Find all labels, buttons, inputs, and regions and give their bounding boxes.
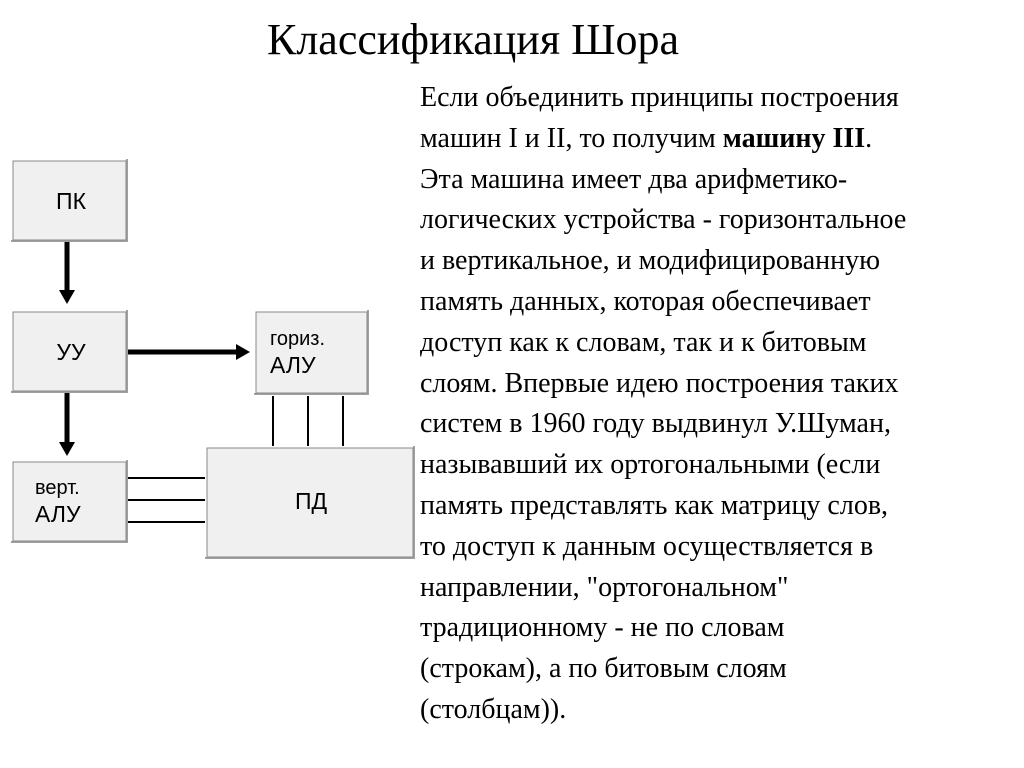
box-vert-alu: верт. АЛУ (11, 460, 128, 543)
text-line: (строкам), а по битовым слоям (420, 653, 787, 685)
text-line: доступ как к словам, так и к битовым (420, 326, 867, 358)
box-uu: УУ (11, 310, 128, 393)
text-segment: . (865, 122, 873, 154)
box-pd: ПД (205, 446, 415, 559)
arrow-pk-to-uu (59, 242, 75, 304)
connectors-horiz-alu-to-pd (272, 396, 344, 446)
box-vert-alu-label-2: АЛУ (35, 501, 81, 527)
text-line: память представлять как матрицу слов, (420, 489, 889, 521)
text-line: Если объединить принципы построения (420, 82, 899, 113)
description-text: Если объединить принципы построения маши… (420, 78, 1020, 731)
text-line: слоям. Впервые идею построения таких (420, 367, 899, 399)
machine-iii-emphasis: машину III (722, 122, 866, 154)
box-uu-label: УУ (56, 339, 86, 365)
text-line: Эта машина имеет два арифметико- (420, 163, 848, 195)
box-pk-label: ПК (56, 188, 87, 214)
text-line: машин I и II, то получим машину III. (420, 119, 1020, 160)
connectors-vert-alu-to-pd (128, 477, 207, 523)
arrow-uu-to-vert-alu (59, 393, 75, 456)
box-pk: ПК (11, 159, 128, 242)
shore-machine-diagram: ПК УУ гориз. АЛУ верт. (11, 159, 415, 559)
text-line: систем в 1960 году выдвинул У.Шуман, (420, 408, 891, 440)
text-line: (столбцам)). (420, 693, 567, 725)
text-line: и вертикальное, и модифицированную (420, 245, 881, 277)
box-horiz-alu: гориз. АЛУ (254, 310, 369, 395)
text-line: память данных, которая обеспечивает (420, 285, 871, 317)
box-horiz-alu-label-1: гориз. (270, 328, 325, 350)
box-pd-label: ПД (295, 488, 328, 514)
slide-title: Классификация Шора (267, 15, 679, 64)
text-line: называвший их ортогональными (если (420, 449, 881, 481)
text-line: традиционному - не по словам (420, 612, 785, 644)
arrow-uu-to-horiz-alu (128, 344, 250, 360)
text-line: направлении, "ортогональном" (420, 571, 789, 603)
box-horiz-alu-label-2: АЛУ (270, 352, 316, 378)
text-line: то доступ к данным осуществляется в (420, 530, 874, 562)
text-segment: машин I и II, то получим (420, 122, 723, 154)
box-vert-alu-label-1: верт. (35, 477, 80, 499)
text-line: логических устройства - горизонтальное (420, 204, 907, 236)
